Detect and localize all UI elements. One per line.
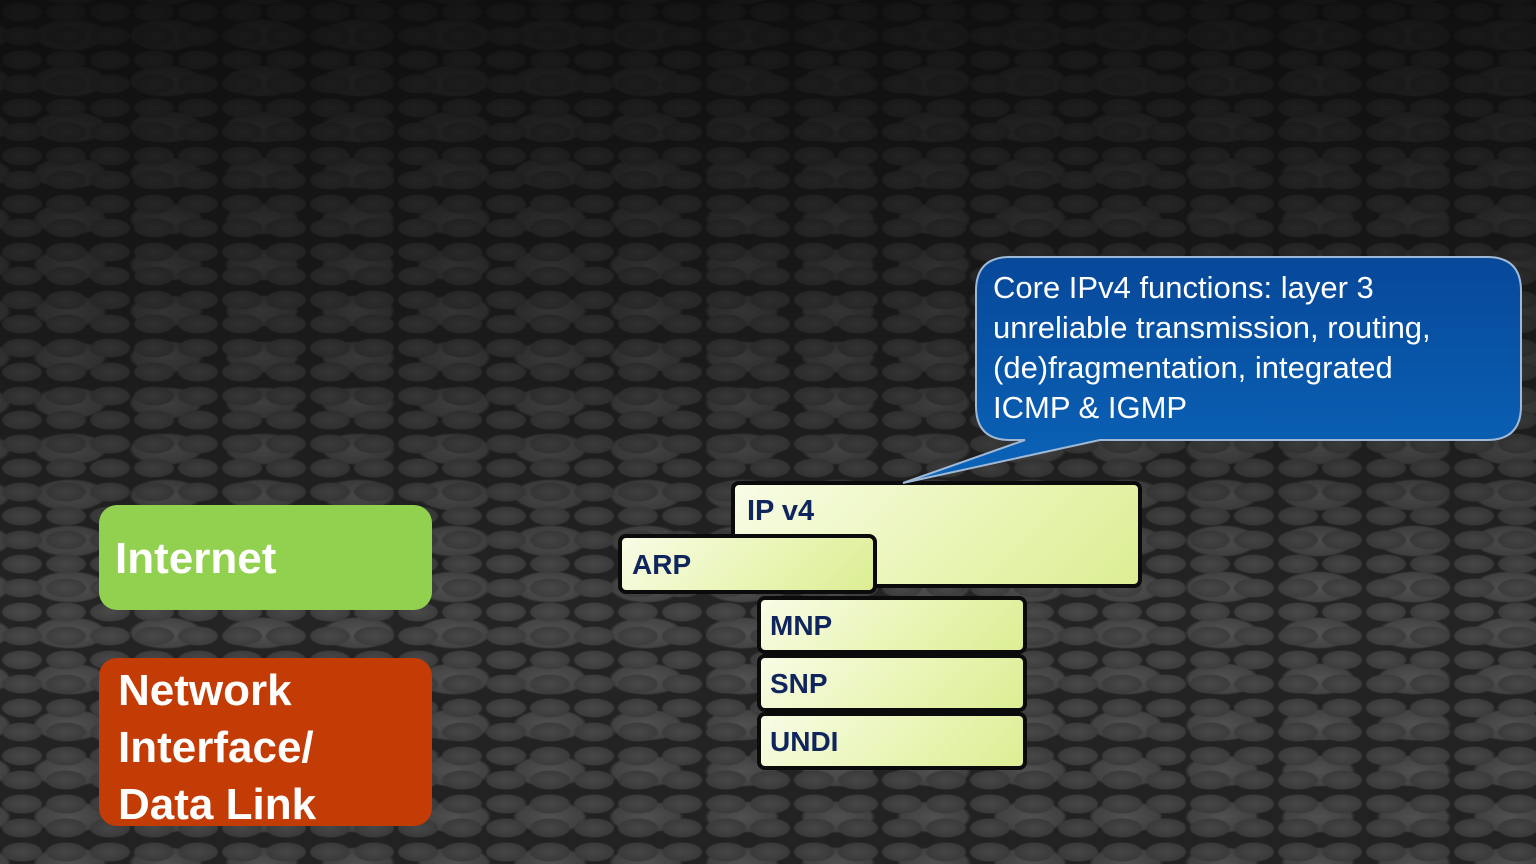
callout-text: Core IPv4 functions: layer 3 unreliable …: [993, 268, 1503, 428]
callout-line-4: ICMP & IGMP: [993, 390, 1188, 425]
internet-layer-label: Internet: [99, 505, 432, 610]
snp-label: SNP: [770, 668, 828, 699]
arp-label: ARP: [632, 549, 692, 580]
arp-box: ARP: [618, 534, 877, 594]
mnp-box: MNP: [757, 596, 1027, 654]
mnp-label: MNP: [770, 610, 833, 641]
network-interface-line-3: Data Link: [118, 780, 317, 829]
callout-line-3: (de)fragmentation, integrated: [993, 350, 1393, 385]
callout-line-1: Core IPv4 functions: layer 3: [993, 270, 1374, 305]
callout-line-2: unreliable transmission, routing,: [993, 310, 1431, 345]
network-interface-line-2: Interface/: [118, 723, 314, 772]
network-interface-layer-label: Network Interface/ Data Link: [99, 658, 432, 829]
undi-box: UNDI: [757, 712, 1027, 770]
undi-label: UNDI: [770, 726, 839, 757]
ipv4-label: IP v4: [747, 495, 815, 527]
network-interface-line-1: Network: [118, 666, 292, 715]
internet-layer-text: Internet: [115, 534, 277, 583]
snp-box: SNP: [757, 654, 1027, 712]
